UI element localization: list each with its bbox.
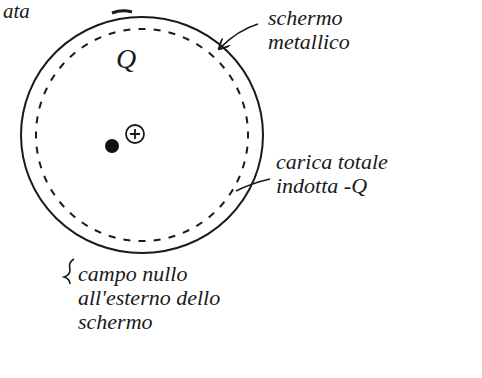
negative-charge <box>243 162 245 169</box>
leader-arrow <box>220 24 258 48</box>
negative-charge <box>243 102 245 109</box>
positive-charge <box>126 125 144 143</box>
charge-label: Q <box>116 44 136 75</box>
negative-charge <box>154 238 161 241</box>
negative-charge <box>196 222 202 226</box>
negative-charge <box>36 147 39 154</box>
plus-sign <box>130 129 140 139</box>
negative-charge <box>39 102 41 109</box>
shield-circle <box>21 17 263 253</box>
negative-charge <box>237 176 240 182</box>
negative-charge <box>44 88 47 94</box>
negative-charge <box>229 189 233 195</box>
shield-outline <box>18 14 266 256</box>
negative-charge <box>169 32 176 34</box>
shield-mark <box>112 11 132 13</box>
negative-charge <box>229 75 233 81</box>
negative-charge <box>169 236 176 238</box>
negative-charge <box>36 116 39 123</box>
negative-charge <box>196 44 202 48</box>
negative-charge <box>51 75 55 81</box>
conductor-dot <box>105 139 119 153</box>
negative-charge <box>70 53 75 58</box>
negative-charge <box>123 29 130 32</box>
negative-charge <box>70 213 75 218</box>
note-label: campo nullo all'esterno dello schermo <box>78 262 230 335</box>
negative-charge <box>209 213 214 218</box>
bracket <box>64 259 74 284</box>
negative-charge <box>139 28 146 30</box>
negative-charge <box>183 230 189 233</box>
negative-charge <box>209 53 214 58</box>
note-label: ata <box>3 0 63 23</box>
negative-charge <box>51 189 55 195</box>
negative-charge <box>82 44 88 48</box>
negative-charge <box>95 37 101 40</box>
negative-charge <box>60 202 65 207</box>
negative-charge <box>109 236 116 238</box>
negative-charge <box>123 238 130 241</box>
negative-charge <box>82 222 88 226</box>
negative-charge <box>44 176 47 182</box>
negative-charge <box>220 63 225 68</box>
note-label: schermo metallico <box>268 6 388 54</box>
negative-charge <box>35 132 37 139</box>
negative-charge <box>109 32 116 34</box>
negative-charge <box>245 116 248 123</box>
metal-shield: Q <box>18 14 266 256</box>
negative-charge <box>154 29 161 32</box>
negative-charge <box>60 63 65 68</box>
negative-charge <box>95 230 101 233</box>
negative-charge <box>39 162 41 169</box>
negative-charge <box>139 240 146 242</box>
negative-charge <box>247 132 249 139</box>
negative-charge <box>237 88 240 94</box>
negative-charge <box>183 37 189 40</box>
note-label: carica totale indotta -Q <box>276 150 426 198</box>
negative-charge <box>220 202 225 207</box>
negative-charge <box>245 147 248 154</box>
